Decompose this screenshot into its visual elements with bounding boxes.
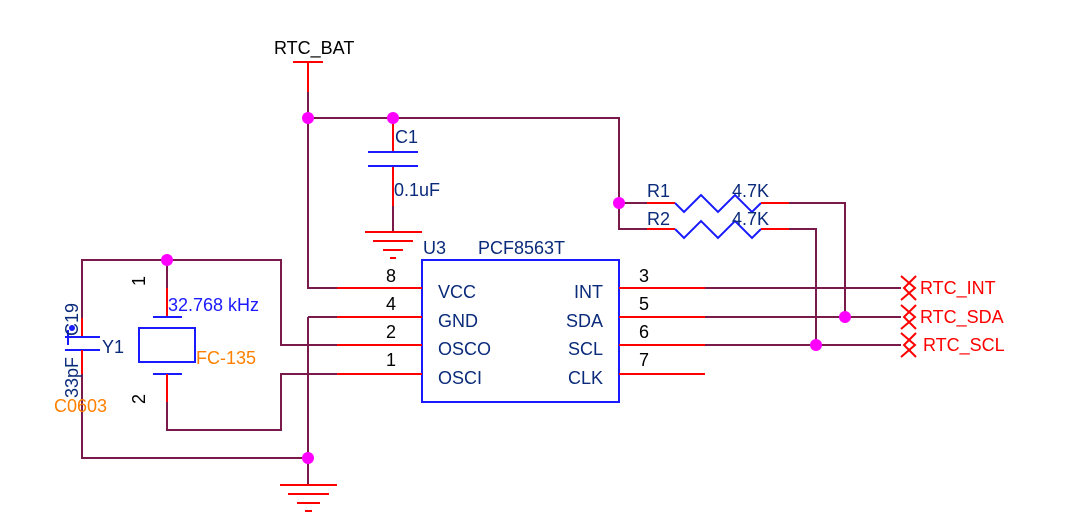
pin-num-8: 8	[386, 266, 396, 286]
junction-dot	[613, 197, 625, 209]
junction-dot	[302, 452, 314, 464]
net-label-rtc-scl: RTC_SCL	[900, 332, 1005, 358]
svg-text:RTC_INT: RTC_INT	[920, 278, 996, 299]
ground-symbol-c1	[365, 231, 422, 259]
c19-ref: C19	[62, 303, 82, 336]
power-net-label: RTC_BAT	[274, 38, 354, 59]
capacitor-c19: C19 33pF C0603	[54, 303, 107, 416]
pin-name-osci: OSCI	[438, 368, 482, 388]
pin-name-vcc: VCC	[438, 282, 476, 302]
svg-text:RTC_SCL: RTC_SCL	[923, 335, 1005, 356]
pin-name-gnd: GND	[438, 311, 478, 331]
pin-num-3: 3	[639, 266, 649, 286]
wire-osco	[81, 259, 337, 346]
y1-pin1-label: 1	[129, 276, 149, 286]
wire-r1-sda	[789, 202, 846, 317]
pin-num-1: 1	[386, 350, 396, 370]
junction-dot	[387, 112, 399, 124]
pin-name-scl: SCL	[568, 339, 603, 359]
svg-text:RTC_SDA: RTC_SDA	[920, 307, 1004, 328]
pin-name-sda: SDA	[566, 311, 603, 331]
ic-part: PCF8563T	[478, 238, 565, 258]
junctions	[161, 112, 851, 464]
rtc-bat-power-port: RTC_BAT	[274, 38, 354, 92]
resistor-r1: R1 4.7K	[647, 181, 789, 214]
resistor-r2: R2 4.7K	[647, 209, 789, 240]
r2-value: 4.7K	[732, 209, 769, 229]
r1-ref: R1	[647, 181, 670, 201]
pin-name-int: INT	[574, 282, 603, 302]
pin-num-2: 2	[386, 322, 396, 342]
wire-r2-scl	[789, 228, 817, 345]
wire-vcc	[307, 92, 337, 289]
pin-name-osco: OSCO	[438, 339, 491, 359]
ic-u3: U3 PCF8563T 8 4 2 1 VCC GND OSCO OSCI 3 …	[337, 238, 705, 403]
ground-symbol-main	[280, 484, 337, 512]
c19-value: 33pF	[62, 357, 82, 398]
r2-ref: R2	[647, 209, 670, 229]
net-label-rtc-int: RTC_INT	[900, 275, 996, 301]
y1-pin2-label: 2	[129, 394, 149, 404]
junction-dot	[302, 112, 314, 124]
y1-frequency: 32.768 kHz	[168, 295, 259, 315]
c19-package: C0603	[54, 396, 107, 416]
pin-num-7: 7	[639, 350, 649, 370]
pin-name-clk: CLK	[568, 368, 603, 388]
junction-dot	[161, 254, 173, 266]
wires	[81, 92, 901, 485]
net-label-rtc-sda: RTC_SDA	[900, 304, 1004, 330]
junction-dot	[810, 339, 822, 351]
c1-ref: C1	[395, 127, 418, 147]
y1-ref: Y1	[102, 337, 124, 357]
capacitor-c1: C1 0.1uF	[368, 118, 440, 206]
wire-bat-bus	[308, 117, 647, 230]
c1-value: 0.1uF	[394, 180, 440, 200]
junction-dot	[839, 311, 851, 323]
crystal-y1: 1 2 32.768 kHz FC-135 Y1	[102, 276, 259, 404]
ic-ref: U3	[423, 238, 446, 258]
y1-package: FC-135	[196, 348, 256, 368]
wire-osci	[166, 373, 337, 431]
net-labels: RTC_INT RTC_SDA RTC_SCL	[900, 275, 1005, 358]
r1-value: 4.7K	[732, 181, 769, 201]
pin-num-4: 4	[386, 294, 396, 314]
wire-c19-gnd	[81, 374, 308, 459]
pin-num-5: 5	[639, 294, 649, 314]
pin-num-6: 6	[639, 322, 649, 342]
ic-body	[421, 259, 620, 403]
